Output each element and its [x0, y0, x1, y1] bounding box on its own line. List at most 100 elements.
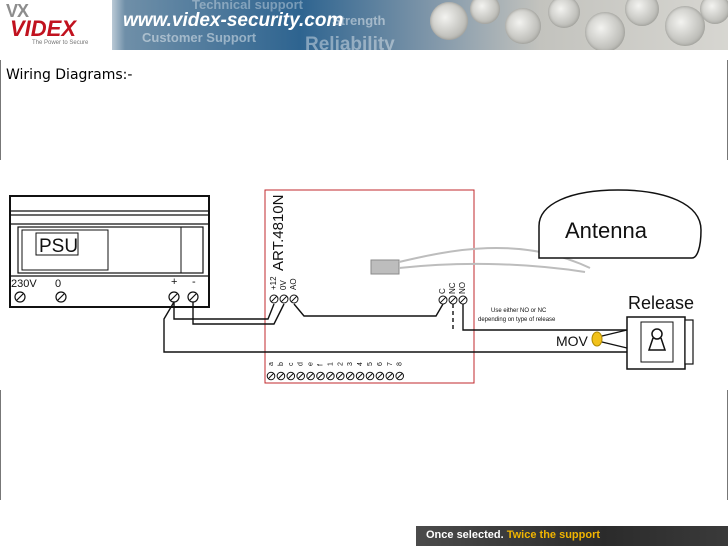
bottom-terminal-label: e [308, 362, 315, 366]
footer-slogan-part1: Once selected. [426, 529, 504, 541]
bottom-terminal-label: 5 [367, 362, 374, 366]
release-lock: Release [626, 293, 694, 370]
terminal-label: AO [289, 278, 298, 290]
coin-decoration [700, 0, 728, 24]
bottom-terminal-label: 3 [347, 362, 354, 366]
bottom-terminal-label: d [298, 362, 305, 366]
relay-terminal-label: NC [448, 282, 457, 294]
bottom-terminal-screw [385, 371, 395, 381]
bottom-terminal-screw [345, 371, 355, 381]
tagline-technical-support: Technical support [192, 0, 303, 12]
bottom-terminal-screw [286, 371, 296, 381]
antenna-label: Antenna [565, 218, 648, 243]
bottom-terminal-screw [336, 371, 345, 381]
terminal-label: 0V [279, 280, 288, 290]
coin-decoration [585, 12, 625, 50]
mov-lead [601, 341, 628, 349]
psu-terminal-screw [14, 291, 26, 303]
tagline-strength: Strength [332, 13, 386, 28]
logo-tagline: The Power to Secure [32, 40, 89, 46]
module-terminal-screw [289, 294, 299, 304]
mov-label: MOV [556, 333, 589, 349]
psu-voltage-label: 230V [11, 278, 37, 290]
module-name: ART.4810N [270, 195, 287, 271]
relay-note-line2: depending on type of release [478, 317, 556, 323]
bottom-terminal-label: a [268, 362, 275, 366]
bottom-terminal-screw [316, 371, 325, 381]
relay-terminal-label: NO [458, 282, 467, 294]
bottom-terminal-screw [276, 371, 286, 381]
wiring [163, 301, 627, 353]
coin-decoration [665, 6, 705, 46]
bottom-terminal-screw [306, 371, 315, 381]
bottom-terminal-label: c [288, 362, 295, 366]
psu-zero-label: 0 [55, 278, 61, 290]
wire-supply-to-release [163, 301, 627, 353]
website-url: www.videx-security.com [123, 10, 344, 31]
module-terminal-screw [279, 294, 289, 304]
coin-decoration [430, 2, 468, 40]
bottom-terminal-label: 7 [387, 362, 394, 366]
coin-decoration [625, 0, 659, 26]
psu-plus-label: + [171, 276, 177, 288]
psu-label-box [35, 232, 79, 256]
bottom-terminal-screw [395, 371, 405, 381]
antenna-connector [370, 259, 400, 275]
terminal-label: +12 [269, 276, 278, 290]
videx-logo: VX VIDEX The Power to Secure [0, 0, 112, 50]
mov-lead [601, 329, 628, 337]
release-faceplate [640, 321, 674, 363]
slide-title: Wiring Diagrams:- [6, 67, 133, 83]
antenna-cable [398, 262, 586, 273]
logo-vx-mark: VX [6, 1, 29, 21]
relay-terminal-screw [458, 295, 468, 305]
psu-unit: PSU 230V 0 + - [9, 195, 210, 308]
bottom-terminal-screw [375, 371, 385, 381]
relay-note-line1: Use either NO or NC [491, 308, 547, 314]
module-terminal-screw [269, 294, 279, 304]
relay-terminal-screw [438, 295, 448, 305]
bottom-terminal-screw [355, 371, 365, 381]
bottom-terminal-label: 8 [397, 362, 404, 366]
bottom-terminal-label: 6 [377, 362, 384, 366]
keyhole-icon [647, 328, 667, 351]
antenna: Antenna [538, 189, 702, 259]
bottom-terminal-label: f [318, 364, 325, 366]
wire-ao-to-relay-common [293, 303, 444, 317]
psu-terminal-screw [168, 291, 180, 303]
psu-terminal-screw [55, 291, 67, 303]
bottom-terminal-label: 2 [337, 362, 344, 366]
bottom-terminal-screw [266, 371, 276, 381]
bottom-terminal-screw [296, 371, 306, 381]
logo-wordmark: VIDEX [10, 16, 77, 41]
wire-psu-positive [173, 302, 275, 320]
bottom-terminal-screw [365, 371, 375, 381]
bottom-terminal-screw [326, 371, 335, 381]
bottom-terminal-label: 1 [327, 362, 334, 366]
coin-decoration [505, 8, 541, 44]
wire-relay-no-to-release [462, 304, 627, 331]
tagline-customer-support: Customer Support [142, 30, 257, 45]
bottom-terminal-label: b [278, 362, 285, 366]
relay-terminal-label: C [438, 288, 447, 294]
relay-terminal-screw [448, 295, 458, 305]
psu-minus-label: - [192, 276, 196, 288]
bottom-terminal-strip [266, 371, 405, 381]
release-label: Release [628, 293, 694, 313]
bottom-terminal-label: 4 [357, 362, 364, 366]
footer-slogan: Once selected. Twice the support [426, 529, 600, 541]
header-banner: Technical support www.videx-security.com… [0, 0, 728, 50]
antenna-housing [538, 189, 702, 259]
coin-decoration [470, 0, 500, 24]
coin-decoration [548, 0, 580, 28]
psu-label: PSU [39, 236, 78, 257]
mov-component [591, 331, 603, 347]
module-outline [264, 189, 475, 384]
tagline-reliability: Reliability [305, 34, 395, 50]
psu-terminal-screw [187, 291, 199, 303]
footer-bar: Once selected. Twice the support [416, 526, 728, 546]
footer-slogan-part2: Twice the support [506, 529, 601, 541]
